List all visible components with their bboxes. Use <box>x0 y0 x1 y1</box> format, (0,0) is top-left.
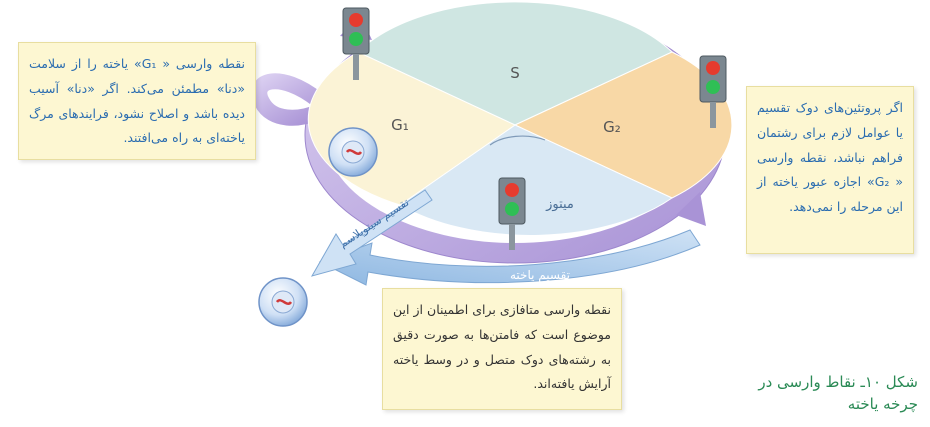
cell-division-label: تقسیم یاخته <box>510 268 570 282</box>
g2-checkpoint-note: اگر پروتئین‌های دوک تقسیم یا عوامل لازم … <box>746 86 914 254</box>
metaphase-checkpoint-text: نقطه وارسی متافازی برای اطمینان از این م… <box>393 302 611 391</box>
phase-label-g2: G₂ <box>603 118 621 136</box>
phase-label-g1: G₁ <box>391 116 409 134</box>
g2-checkpoint-text: اگر پروتئین‌های دوک تقسیم یا عوامل لازم … <box>757 100 903 214</box>
g1-checkpoint-text: نقطه وارسی « G₁» یاخته را از سلامت «دنا»… <box>29 56 245 145</box>
metaphase-checkpoint-note: نقطه وارسی متافازی برای اطمینان از این م… <box>382 288 622 410</box>
phase-label-mitosis: میتوز <box>545 197 574 212</box>
figure-caption: شکل ۱۰ـ نقاط وارسی در چرخه یاخته <box>738 372 918 416</box>
cell-icon <box>329 128 377 176</box>
cell-icon <box>259 278 307 326</box>
phase-label-s: S <box>510 64 520 82</box>
g1-checkpoint-note: نقطه وارسی « G₁» یاخته را از سلامت «دنا»… <box>18 42 256 160</box>
traffic-light-icon <box>499 178 525 250</box>
